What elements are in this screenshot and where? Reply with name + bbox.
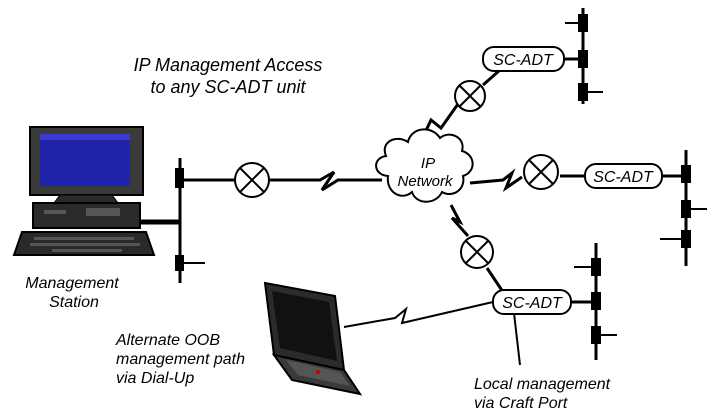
- craft-port-line: [513, 312, 521, 366]
- station-bus: [138, 158, 205, 283]
- workstation-icon: [12, 126, 156, 256]
- equipment-bus-right: [660, 150, 707, 266]
- equipment-bus-top: [565, 8, 603, 104]
- heading-line2: to any SC-ADT unit: [150, 77, 306, 97]
- link-cloud-to-top-unit: [421, 68, 501, 138]
- monitor-screen: [40, 134, 130, 186]
- oob-label-line3: via Dial-Up: [116, 370, 194, 387]
- ip-network-cloud: IP Network: [375, 128, 474, 203]
- sc-adt-label-right: SC-ADT: [593, 169, 654, 186]
- station-label-line1: Management: [25, 275, 119, 292]
- heading-line1: IP Management Access: [134, 55, 323, 75]
- oob-label-line1: Alternate OOB: [115, 332, 220, 349]
- local-management-label: Local management via Craft Port: [474, 376, 611, 412]
- oob-path-label: Alternate OOB management path via Dial-U…: [115, 332, 245, 387]
- cloud-label-line1: IP: [421, 155, 435, 172]
- heading: IP Management Access to any SC-ADT unit: [134, 55, 323, 97]
- sc-adt-label-bottom: SC-ADT: [502, 295, 563, 312]
- cloud-label-line2: Network: [397, 173, 454, 190]
- crosspoint-node-station: [234, 162, 270, 198]
- link-dialup-laptop-to-unit: [343, 301, 494, 328]
- link-station-to-cloud: [183, 170, 382, 192]
- laptop-icon: [263, 281, 363, 396]
- link-cloud-to-right-unit: [469, 168, 683, 193]
- crosspoint-node-bottom: [460, 235, 494, 269]
- equipment-bus-bottom: [574, 243, 617, 360]
- local-mgmt-line2: via Craft Port: [474, 395, 568, 412]
- sc-adt-unit-bottom: SC-ADT: [492, 289, 596, 315]
- crosspoint-node-top: [454, 80, 486, 112]
- sc-adt-unit-top: SC-ADT: [482, 46, 583, 72]
- sc-adt-label-top: SC-ADT: [493, 52, 554, 69]
- oob-label-line2: management path: [116, 351, 245, 368]
- management-station-label: Management Station: [25, 275, 119, 311]
- local-mgmt-line1: Local management: [474, 376, 611, 393]
- station-label-line2: Station: [49, 294, 99, 311]
- sc-adt-unit-right: SC-ADT: [584, 163, 663, 189]
- link-cloud-to-bottom-unit: [449, 204, 505, 293]
- crosspoint-node-right: [523, 154, 559, 190]
